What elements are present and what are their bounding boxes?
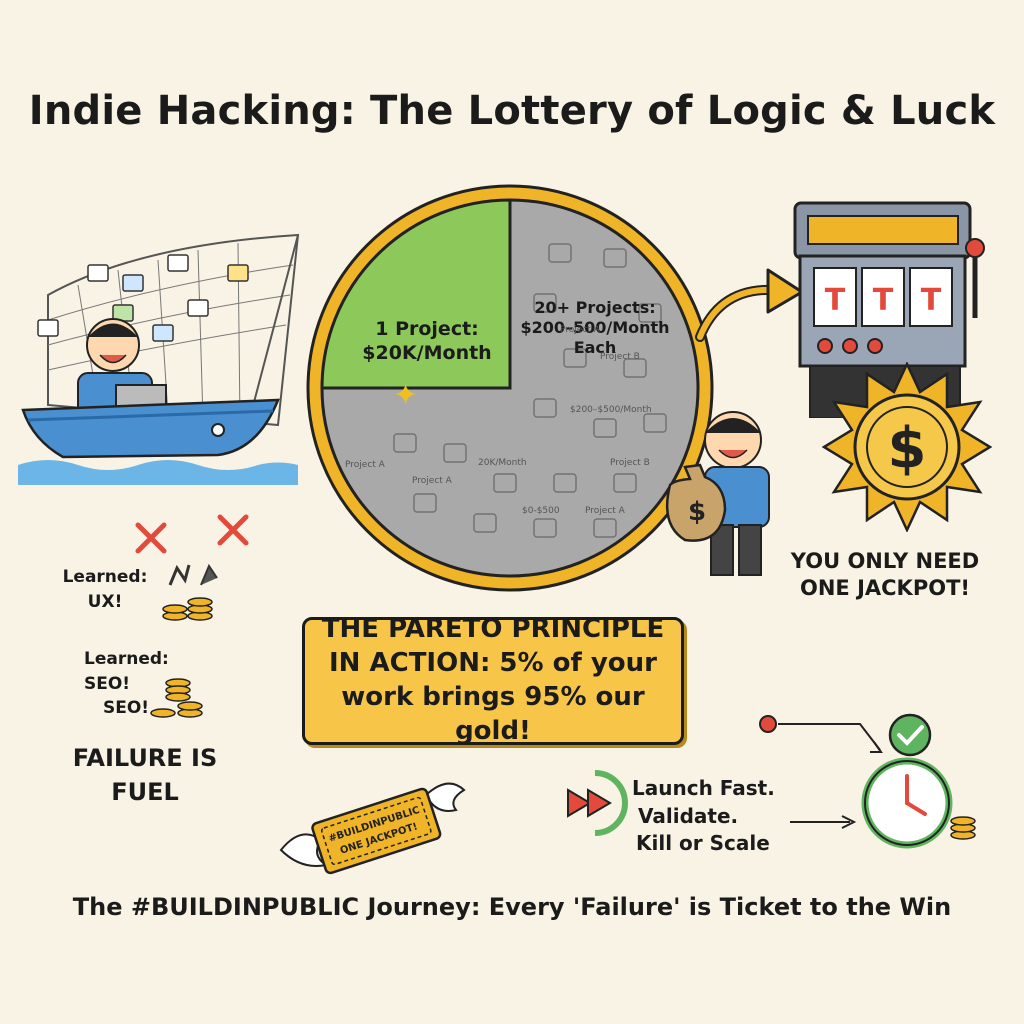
project-tile-icon — [553, 473, 577, 493]
svg-text:T: T — [921, 283, 942, 318]
winged-ticket-icon: #BUILDINPUBLIC ONE JACKPOT! — [279, 782, 466, 875]
failure-caption-line2: FUEL — [111, 777, 179, 806]
grid-label: $0-$500 — [522, 506, 560, 516]
project-tile-icon — [393, 433, 417, 453]
launch-step-3: Kill or Scale — [636, 831, 770, 856]
green-slice-label-line2: $20K/Month — [362, 341, 492, 364]
dollar-sign-icon: $ — [688, 497, 706, 527]
person-with-money-bag: $ — [665, 411, 770, 576]
grid-label: Project B — [610, 458, 650, 468]
failure-is-fuel-caption: FAILURE IS FUEL — [60, 742, 230, 809]
grid-label: Project A — [585, 506, 625, 516]
gray-slice-label-line2: $200–500/Month — [520, 318, 670, 337]
project-tile-icon — [603, 248, 627, 268]
project-tile-icon — [493, 473, 517, 493]
project-tile-icon — [473, 513, 497, 533]
project-tile-icon — [563, 348, 587, 368]
green-slice-label: 1 Project: $20K/Month — [352, 318, 502, 366]
red-x-icon — [135, 522, 167, 554]
gray-slice-label-line1: 20+ Projects: — [534, 298, 656, 317]
pie-chart — [306, 184, 714, 592]
sparkle-icon: ✦ — [393, 378, 419, 413]
learned-seo-text: Learned: SEO! SEO! — [70, 647, 220, 721]
learned-seo-line2: SEO! — [103, 698, 150, 719]
project-tile-icon — [548, 243, 572, 263]
project-tile-icon — [623, 358, 647, 378]
arrow-right-icon — [695, 268, 804, 342]
svg-text:T: T — [873, 283, 894, 318]
svg-text:T: T — [825, 283, 846, 318]
dollar-sign-icon: $ — [888, 416, 927, 481]
project-tile-icon — [643, 413, 667, 433]
pareto-principle-box: THE PARETO PRINCIPLE IN ACTION: 5% of yo… — [302, 614, 684, 746]
pareto-line2: IN ACTION: 5% of your — [329, 648, 657, 679]
jackpot-caption-line2: ONE JACKPOT! — [800, 576, 970, 601]
project-tile-icon — [638, 303, 662, 323]
jackpot-caption-line1: YOU ONLY NEED — [790, 549, 980, 573]
launch-step-1: Launch Fast. — [632, 776, 775, 800]
gold-coin-icon: $ — [822, 362, 992, 532]
pie-slice-gray — [320, 198, 700, 578]
page-title: Indie Hacking: The Lottery of Logic & Lu… — [28, 88, 996, 134]
gray-slice-label-line3: Each — [573, 338, 617, 357]
green-slice-label-line1: 1 Project: — [375, 318, 479, 340]
project-tile-icon — [413, 493, 437, 513]
learned-ux-line2: UX! — [87, 591, 123, 612]
launch-step-2: Validate. — [638, 803, 739, 828]
coin-stack-icon — [162, 597, 213, 621]
grid-label: Project A — [412, 476, 452, 486]
broken-pieces-icon — [168, 563, 218, 586]
jackpot-caption: YOU ONLY NEED ONE JACKPOT! — [780, 548, 990, 603]
project-tile-icon — [533, 293, 557, 313]
fast-forward-icon — [567, 770, 628, 836]
pie-slice-green — [320, 198, 512, 390]
pareto-line1: THE PARETO PRINCIPLE — [321, 614, 665, 645]
pareto-line3: work brings 95% our gold! — [341, 682, 645, 746]
project-tile-icon — [593, 518, 617, 538]
grid-label: Project B — [600, 352, 640, 362]
project-tile-icon — [533, 398, 557, 418]
arrow-to-clock-icon — [759, 715, 883, 829]
grid-label: Project A — [560, 325, 600, 335]
failure-caption-line1: FAILURE IS — [72, 744, 218, 772]
learned-ux-line1: Learned: — [62, 567, 148, 587]
learned-seo-line1: Learned: SEO! — [84, 649, 169, 694]
learned-ux-text: Learned: UX! — [50, 565, 160, 614]
grid-label: $200–$500/Month — [570, 405, 652, 415]
red-x-icon — [217, 514, 249, 546]
project-tile-icon — [613, 473, 637, 493]
grid-label: 20K/Month — [478, 458, 527, 468]
launch-steps-text: Launch Fast. Validate. Kill or Scale — [632, 775, 782, 858]
project-tile-icon — [533, 518, 557, 538]
project-tile-icon — [593, 418, 617, 438]
footer-caption: The #BUILDINPUBLIC Journey: Every 'Failu… — [72, 893, 952, 921]
fishing-boat-illustration — [18, 233, 300, 485]
gray-slice-label: 20+ Projects: $200–500/Month Each — [515, 298, 675, 358]
project-tile-icon — [443, 443, 467, 463]
coin-stack-icon — [150, 678, 203, 718]
grid-label: Project A — [345, 460, 385, 470]
clock-icon — [861, 713, 976, 849]
